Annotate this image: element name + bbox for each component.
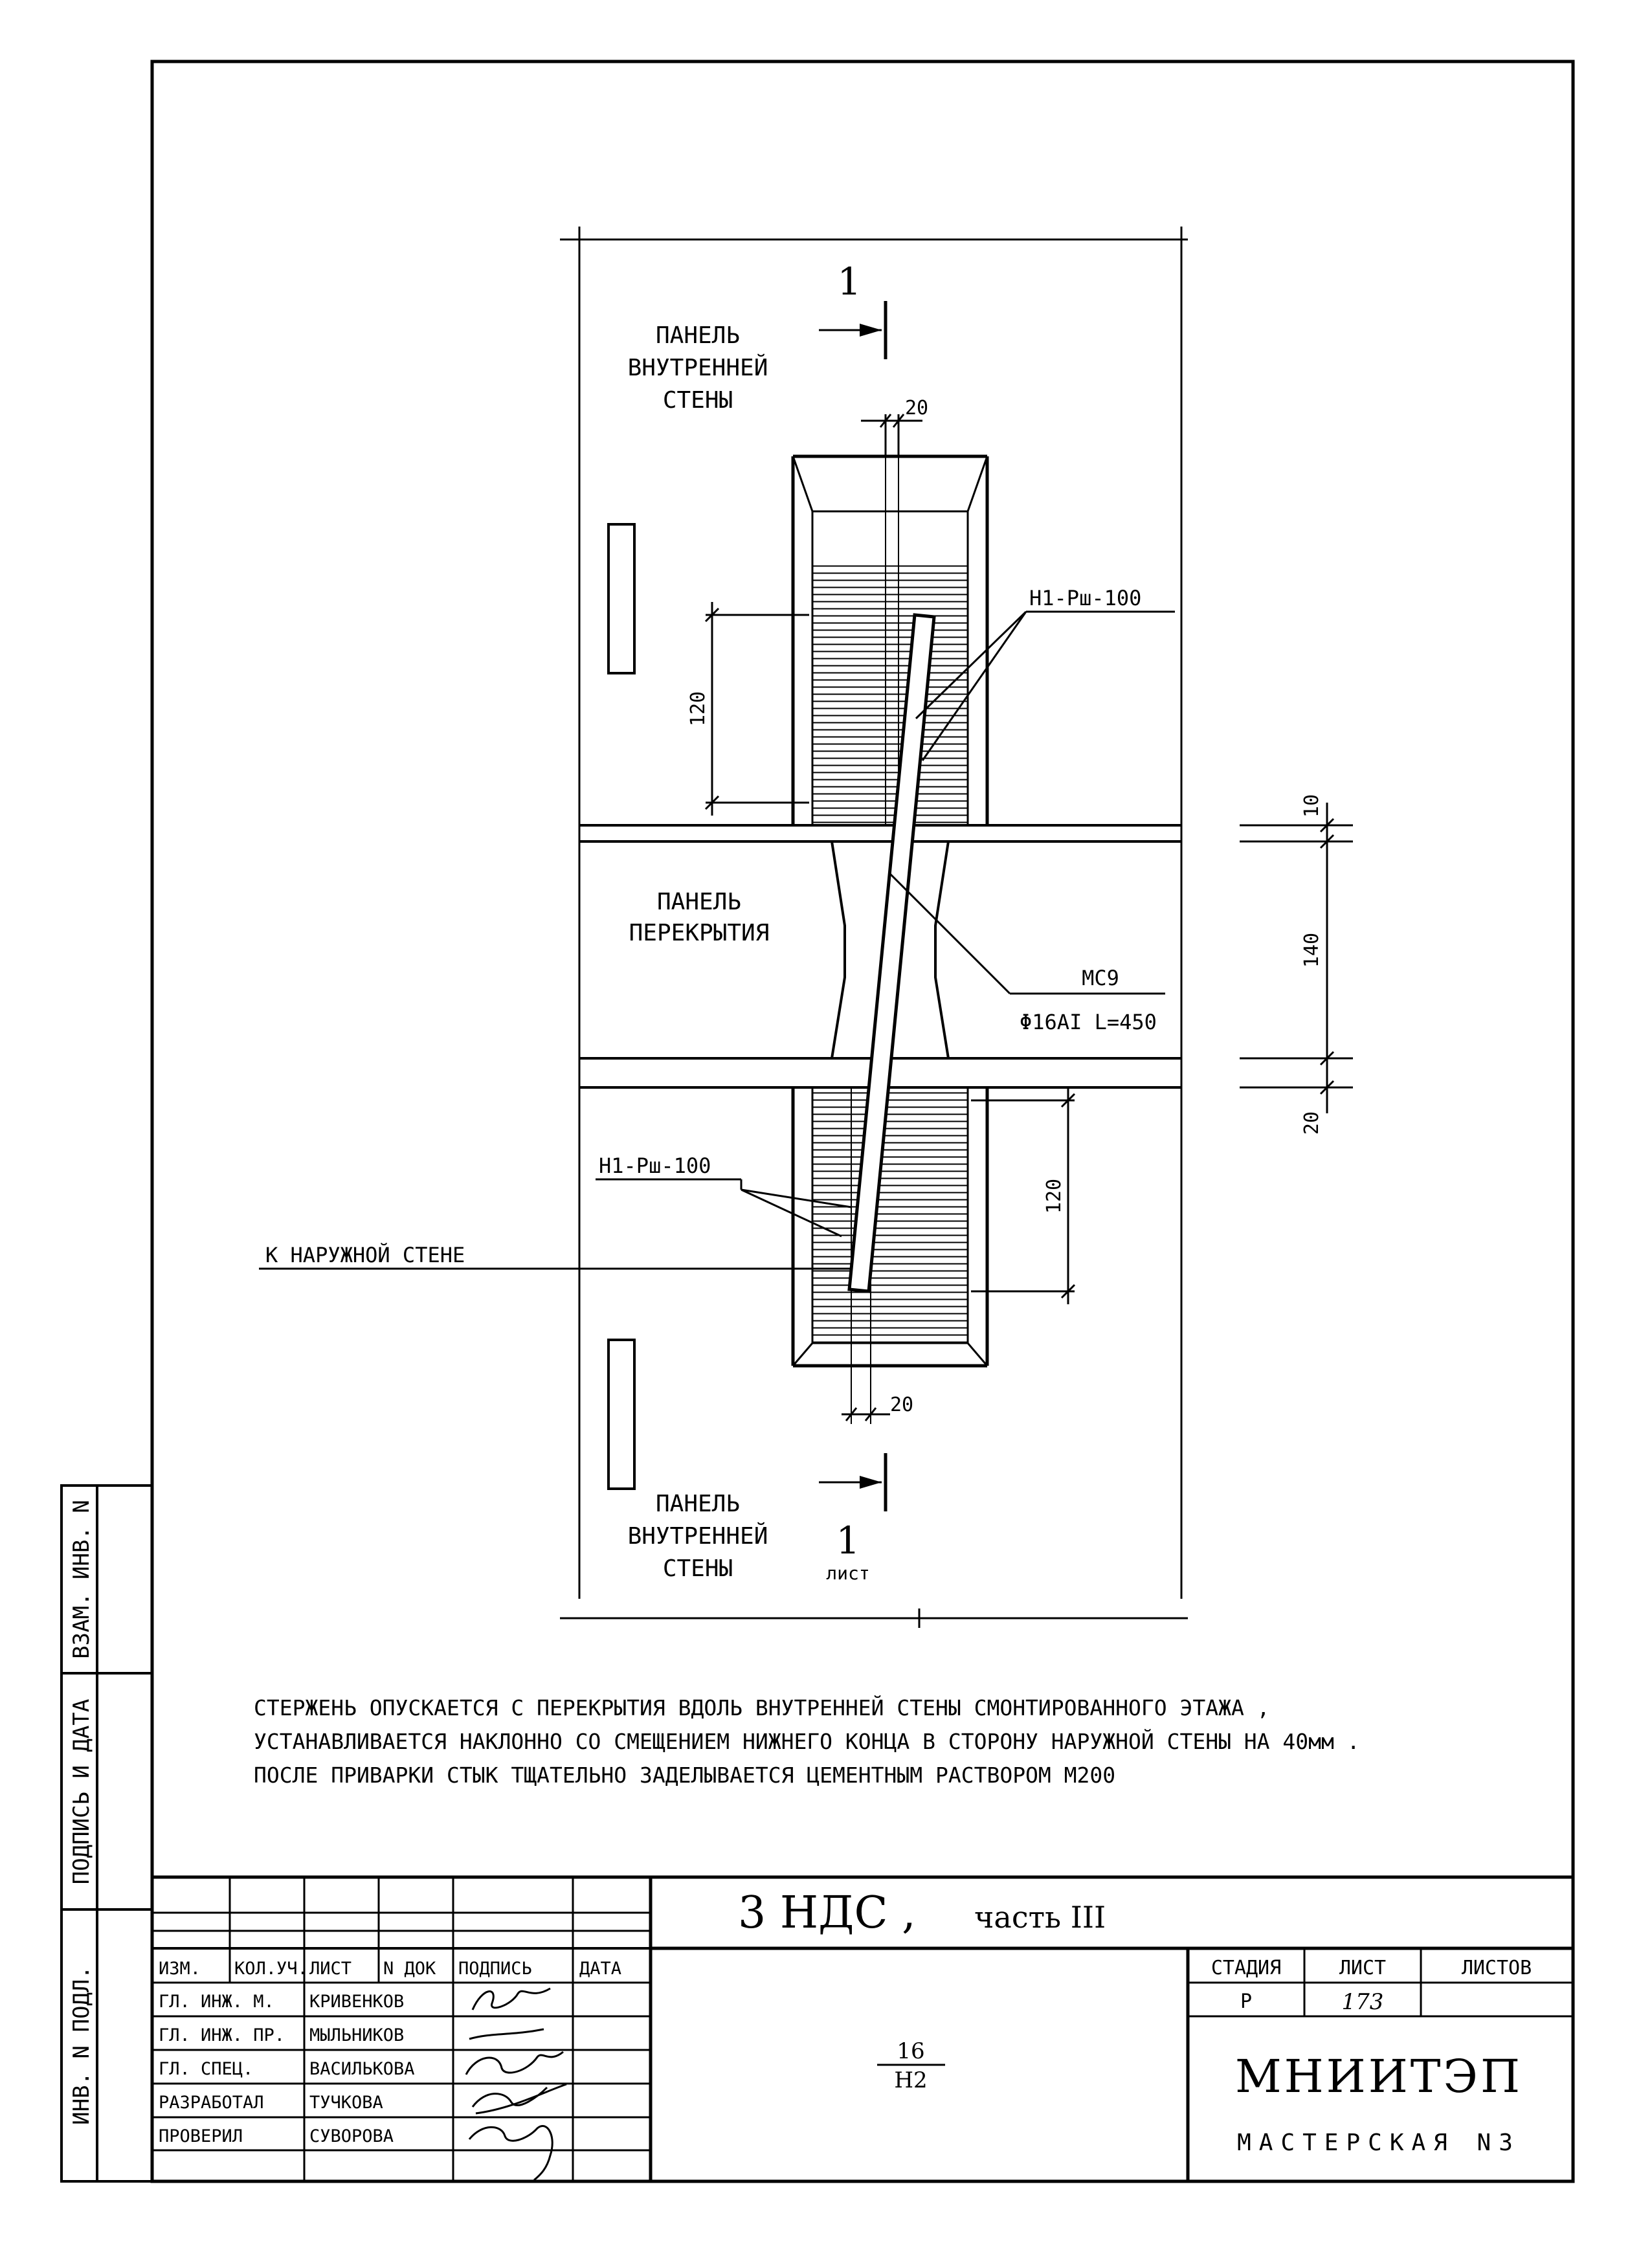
- svg-text:ВНУТРЕННЕЙ: ВНУТРЕННЕЙ: [628, 354, 768, 381]
- title-block-names: КРИВЕНКОВ МЫЛЬНИКОВ ВАСИЛЬКОВА ТУЧКОВА С…: [309, 1992, 415, 2146]
- dim-label-slab: 140: [1300, 933, 1323, 968]
- top-weld-hatch: [812, 563, 968, 825]
- svg-text:СТЕНЫ: СТЕНЫ: [663, 387, 733, 414]
- label-panel-wall-top: ПАНЕЛЬ ВНУТРЕННЕЙ СТЕНЫ: [628, 322, 768, 414]
- section-1-bottom-label: 1: [836, 1519, 860, 1563]
- title-block: [152, 1875, 1573, 2181]
- svg-text:N ДОК: N ДОК: [383, 1959, 436, 1979]
- label-part-mark: МС9: [1082, 966, 1119, 990]
- title-block-headers: ИЗМ. КОЛ.УЧ. ЛИСТ N ДОК ПОДПИСЬ ДАТА: [159, 1959, 621, 1979]
- org-name: МНИИТЭП: [1235, 2050, 1523, 2103]
- label-weld-top: Н1-Рш-100: [1029, 586, 1141, 610]
- leader-bottom-weld: [596, 1178, 852, 1238]
- svg-text:СТЕНЫ: СТЕНЫ: [663, 1555, 733, 1582]
- section-1-top-label: 1: [838, 260, 862, 304]
- dim-top-weld: [704, 602, 809, 816]
- svg-text:РАЗРАБОТАЛ: РАЗРАБОТАЛ: [159, 2093, 264, 2113]
- side-stamp-sign-date: ПОДПИСЬ И ДАТА: [69, 1699, 95, 1885]
- bottom-weld-hatch: [812, 1087, 968, 1343]
- svg-text:ИЗМ.: ИЗМ.: [159, 1959, 201, 1979]
- svg-text:КРИВЕНКОВ: КРИВЕНКОВ: [309, 1992, 404, 2012]
- stage-label: СТАДИЯ: [1211, 1957, 1281, 1979]
- wall-opening-bottom: [607, 1339, 636, 1490]
- dim-label-gap-bottom: 20: [1300, 1111, 1323, 1135]
- svg-text:МЫЛЬНИКОВ: МЫЛЬНИКОВ: [309, 2025, 404, 2045]
- slab-cavity: [831, 841, 950, 1059]
- sheet-value: 173: [1342, 1989, 1384, 2015]
- svg-text:ЛИСТ: ЛИСТ: [309, 1959, 352, 1979]
- svg-text:ПАНЕЛЬ: ПАНЕЛЬ: [656, 322, 740, 349]
- leader-ms9: [889, 873, 1165, 995]
- joint-drawing: [259, 227, 1353, 1628]
- side-stamp-inv-orig: ИНВ. N ПОДЛ.: [69, 1966, 95, 2125]
- side-stamp-inv-repl: ВЗАМ. ИНВ. N: [69, 1500, 95, 1659]
- note-line-2: УСТАНАВЛИВАЕТСЯ НАКЛОННО СО СМЕЩЕНИЕМ НИ…: [254, 1728, 1360, 1754]
- label-part-spec: Φ16АI L=450: [1020, 1010, 1157, 1034]
- rebar-ms9[interactable]: [847, 613, 936, 1293]
- svg-text:ПОДПИСЬ: ПОДПИСЬ: [458, 1959, 532, 1979]
- sheets-label: ЛИСТОВ: [1462, 1957, 1532, 1979]
- sheet-code-top: 16: [897, 2038, 924, 2064]
- svg-text:ПАНЕЛЬ: ПАНЕЛЬ: [657, 889, 741, 915]
- label-panel-wall-bottom: ПАНЕЛЬ ВНУТРЕННЕЙ СТЕНЫ: [628, 1491, 768, 1582]
- sheet-code-bottom: Н2: [894, 2067, 927, 2093]
- svg-text:СУВОРОВА: СУВОРОВА: [309, 2126, 394, 2146]
- svg-text:ДАТА: ДАТА: [579, 1959, 621, 1979]
- svg-text:ВНУТРЕННЕЙ: ВНУТРЕННЕЙ: [628, 1522, 768, 1550]
- project-title: 3 НДС ,: [738, 1887, 916, 1939]
- dim-label-gap-top: 10: [1300, 794, 1323, 818]
- leader-top-weld: [915, 610, 1175, 761]
- svg-text:ТУЧКОВА: ТУЧКОВА: [309, 2093, 383, 2113]
- dim-label-bottom-weld: 120: [1043, 1179, 1066, 1214]
- title-block-roles: ГЛ. ИНЖ. М. ГЛ. ИНЖ. ПР. ГЛ. СПЕЦ. РАЗРА…: [159, 1992, 285, 2146]
- section-1-bottom-sub: лист: [826, 1563, 869, 1584]
- project-part: часть III: [974, 1900, 1106, 1935]
- side-stamp: [60, 1484, 153, 2183]
- workshop-name: МАСТЕРСКАЯ N3: [1237, 2130, 1521, 2156]
- dim-bottom-weld: [971, 1087, 1076, 1304]
- signatures: [465, 1987, 567, 2181]
- svg-text:ПЕРЕКРЫТИЯ: ПЕРЕКРЫТИЯ: [629, 920, 770, 946]
- dim-label-top-weld: 120: [687, 691, 709, 726]
- svg-text:ГЛ. СПЕЦ.: ГЛ. СПЕЦ.: [159, 2059, 253, 2079]
- note-line-3: ПОСЛЕ ПРИВАРКИ СТЫК ТЩАТЕЛЬНО ЗАДЕЛЫВАЕТ…: [254, 1763, 1115, 1788]
- dim-top-offset: [861, 414, 922, 456]
- dim-label-top-offset: 20: [905, 397, 928, 419]
- svg-text:ВАСИЛЬКОВА: ВАСИЛЬКОВА: [309, 2059, 415, 2079]
- wall-opening-top: [607, 523, 636, 674]
- svg-text:КОЛ.УЧ.: КОЛ.УЧ.: [234, 1959, 308, 1979]
- stage-value: Р: [1240, 1990, 1252, 2013]
- svg-text:ПАНЕЛЬ: ПАНЕЛЬ: [656, 1491, 740, 1517]
- label-outer-wall: К НАРУЖНОЙ СТЕНЕ: [265, 1243, 465, 1267]
- svg-text:ГЛ. ИНЖ. ПР.: ГЛ. ИНЖ. ПР.: [159, 2025, 285, 2045]
- label-weld-bottom: Н1-Рш-100: [599, 1153, 711, 1178]
- notes: СТЕРЖЕНЬ ОПУСКАЕТСЯ С ПЕРЕКРЫТИЯ ВДОЛЬ В…: [254, 1695, 1360, 1788]
- dim-slab-chain: [1240, 803, 1353, 1113]
- note-line-1: СТЕРЖЕНЬ ОПУСКАЕТСЯ С ПЕРЕКРЫТИЯ ВДОЛЬ В…: [254, 1695, 1270, 1720]
- svg-text:ГЛ. ИНЖ. М.: ГЛ. ИНЖ. М.: [159, 1992, 274, 2012]
- svg-text:ПРОВЕРИЛ: ПРОВЕРИЛ: [159, 2126, 243, 2146]
- dim-bottom-offset: [842, 1407, 890, 1421]
- sheet-label: ЛИСТ: [1339, 1957, 1386, 1979]
- dim-label-bottom-offset: 20: [890, 1394, 913, 1416]
- sheet-frame: [150, 60, 1575, 2183]
- label-panel-slab: ПАНЕЛЬ ПЕРЕКРЫТИЯ: [629, 889, 770, 946]
